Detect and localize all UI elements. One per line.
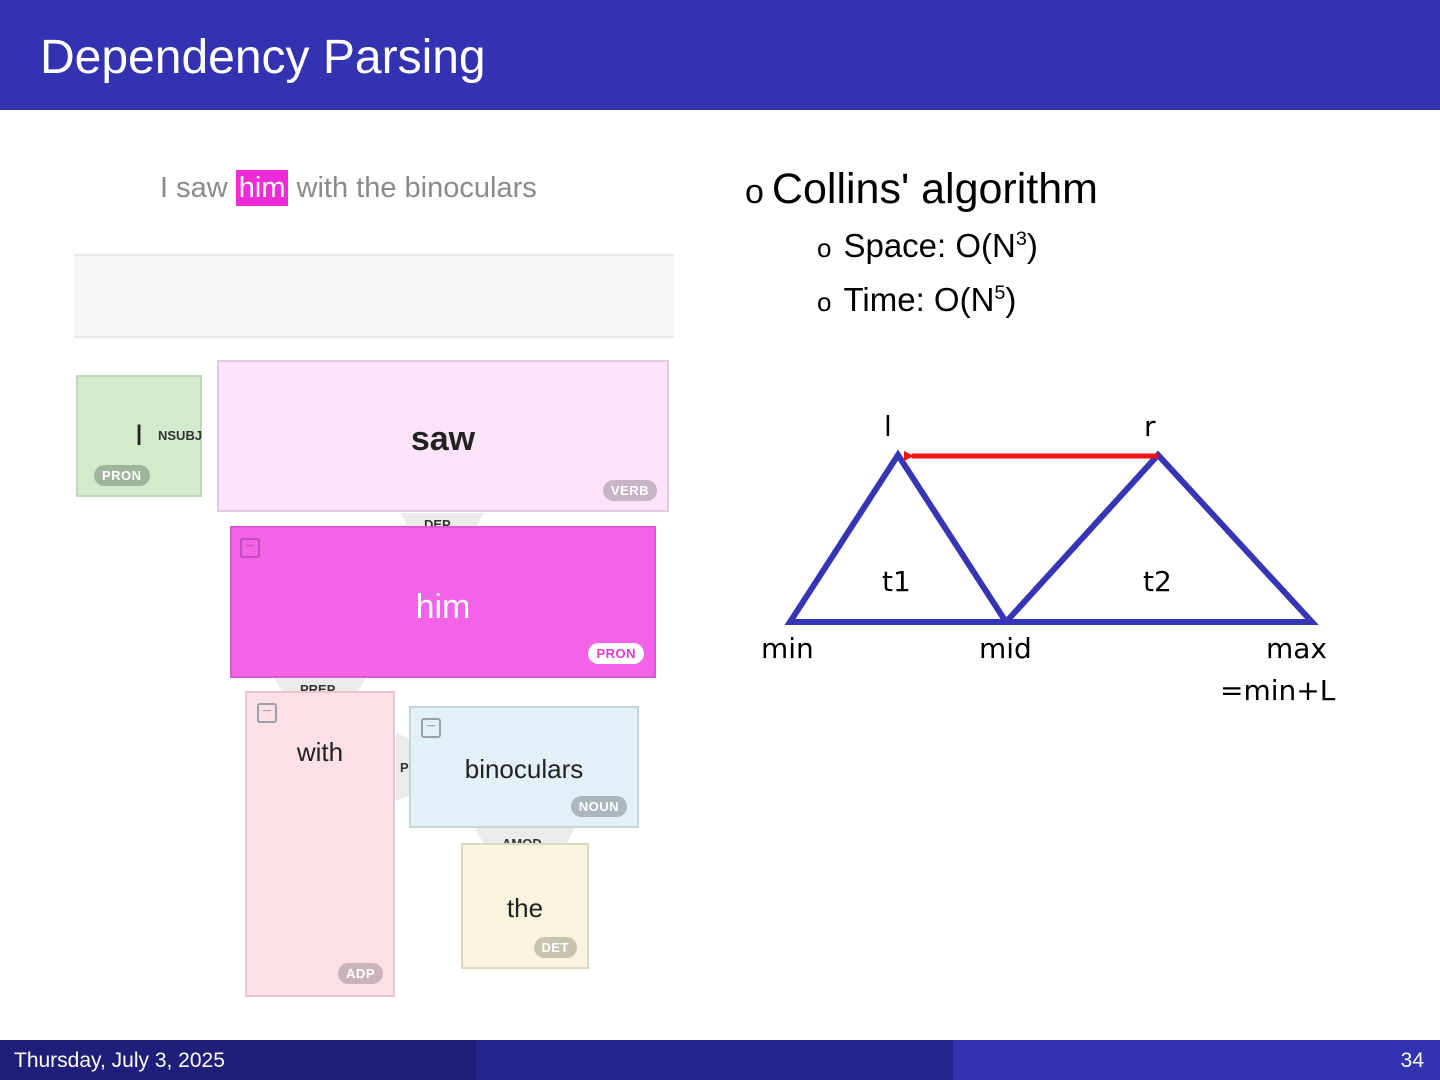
label-max-sub: =min+L	[1220, 674, 1336, 707]
collapse-button[interactable]: −	[421, 718, 441, 738]
time-complexity-label: Time: O(N	[843, 281, 995, 318]
token-with: − with ADP	[245, 691, 395, 997]
token-word: him	[415, 588, 471, 626]
space-complexity-label: Space: O(N	[843, 227, 1016, 264]
label-l: l	[884, 410, 892, 443]
span-diagram: l r t1 t2 min mid max =min+L	[740, 400, 1360, 720]
triangle-t1	[784, 449, 1012, 625]
token-the: the DET	[461, 843, 589, 969]
footer-right-segment	[953, 1040, 1440, 1080]
time-exponent: 5	[994, 282, 1006, 304]
token-i: I PRON	[76, 375, 202, 497]
footer-date: Thursday, July 3, 2025	[14, 1049, 225, 1072]
triangle-svg	[784, 449, 1319, 625]
slide-header: Dependency Parsing	[0, 0, 1440, 110]
relation-nsubj: NSUBJ	[158, 428, 203, 443]
dependency-parse-panel: I saw him with the binoculars I PRON NSU…	[70, 150, 680, 1010]
sentence-highlight: him	[235, 170, 289, 206]
label-min: min	[761, 632, 814, 665]
bullet-time: o Time: O(N5)	[817, 281, 1016, 319]
pos-badge: PRON	[94, 465, 150, 486]
example-sentence: I saw him with the binoculars	[160, 170, 537, 206]
label-r: r	[1144, 410, 1156, 443]
footer-left-segment	[0, 1040, 476, 1080]
bullet-marker: o	[745, 173, 764, 211]
pos-badge: DET	[533, 937, 577, 958]
label-max: max	[1266, 632, 1328, 665]
label-mid: mid	[979, 632, 1032, 665]
collapse-button[interactable]: −	[240, 538, 260, 558]
token-binoculars: − binoculars NOUN	[409, 706, 639, 828]
token-him: − him PRON	[230, 526, 656, 678]
space-exponent: 3	[1015, 228, 1027, 250]
collapse-button[interactable]: −	[257, 703, 277, 723]
slide-title: Dependency Parsing	[40, 31, 486, 84]
slide-footer: Thursday, July 3, 2025 34	[0, 1040, 1440, 1080]
input-bar	[74, 254, 674, 338]
bullet-marker: o	[817, 233, 832, 263]
bullet-marker: o	[817, 287, 832, 317]
token-word: the	[506, 893, 544, 923]
page-number: 34	[1400, 1049, 1424, 1072]
token-word: with	[296, 737, 344, 767]
close-paren: )	[1005, 281, 1017, 318]
sentence-before: I saw	[160, 172, 236, 204]
token-saw: saw VERB	[217, 360, 669, 512]
pos-badge: PRON	[588, 643, 644, 664]
footer-middle-segment	[476, 1040, 953, 1080]
token-word: I	[134, 419, 144, 452]
bullet-space: o Space: O(N3)	[817, 227, 1038, 265]
pos-badge: ADP	[338, 963, 383, 984]
pos-badge: NOUN	[570, 796, 627, 817]
sentence-after: with the binoculars	[288, 172, 537, 204]
pos-badge: VERB	[602, 480, 657, 501]
token-word: saw	[410, 420, 476, 458]
label-t1: t1	[882, 565, 911, 598]
label-t2: t2	[1143, 565, 1172, 598]
bullet-collins-text: Collins' algorithm	[771, 165, 1098, 213]
close-paren: )	[1026, 227, 1038, 264]
token-word: binoculars	[464, 754, 584, 784]
triangle-t2	[999, 450, 1319, 625]
